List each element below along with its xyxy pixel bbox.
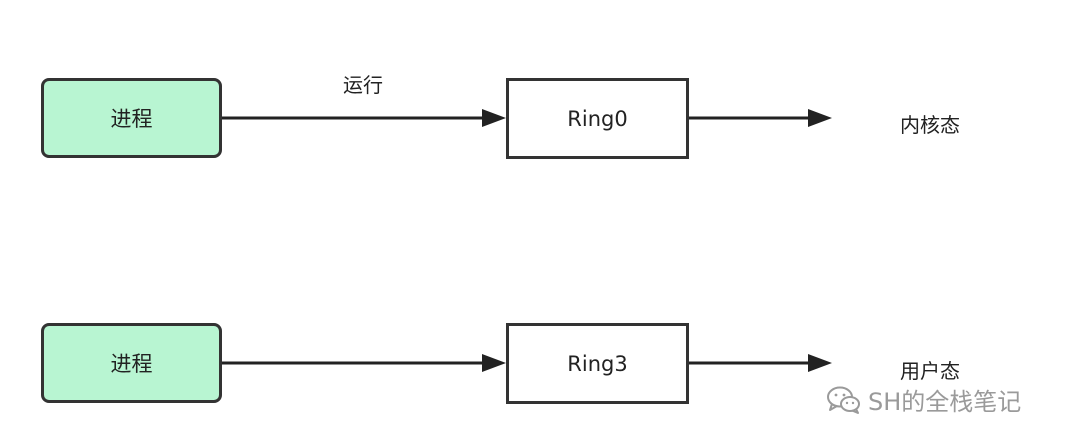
process-label-top: 进程 xyxy=(110,107,153,131)
arrow-process-to-ring3 xyxy=(222,354,506,372)
arrow-ring0-to-kernel-mode xyxy=(689,109,832,127)
process-node-bottom: 进程 xyxy=(41,323,222,403)
process-label-bottom: 进程 xyxy=(110,352,153,376)
wechat-icon xyxy=(827,386,860,414)
watermark-text: SH的全栈笔记 xyxy=(868,388,1022,416)
ring3-node: Ring3 xyxy=(506,323,689,404)
ring0-node: Ring0 xyxy=(506,78,689,159)
watermark: SH的全栈笔记 xyxy=(826,382,1021,417)
arrow-process-to-ring0 xyxy=(222,109,506,127)
ring0-label: Ring0 xyxy=(567,106,628,131)
arrow-ring3-to-user-mode xyxy=(689,354,832,372)
ring3-label: Ring3 xyxy=(567,351,628,376)
user-mode-label: 用户态 xyxy=(900,359,960,383)
edge-label-run: 运行 xyxy=(343,73,383,97)
kernel-mode-label: 内核态 xyxy=(900,113,960,137)
process-node-top: 进程 xyxy=(41,78,222,158)
